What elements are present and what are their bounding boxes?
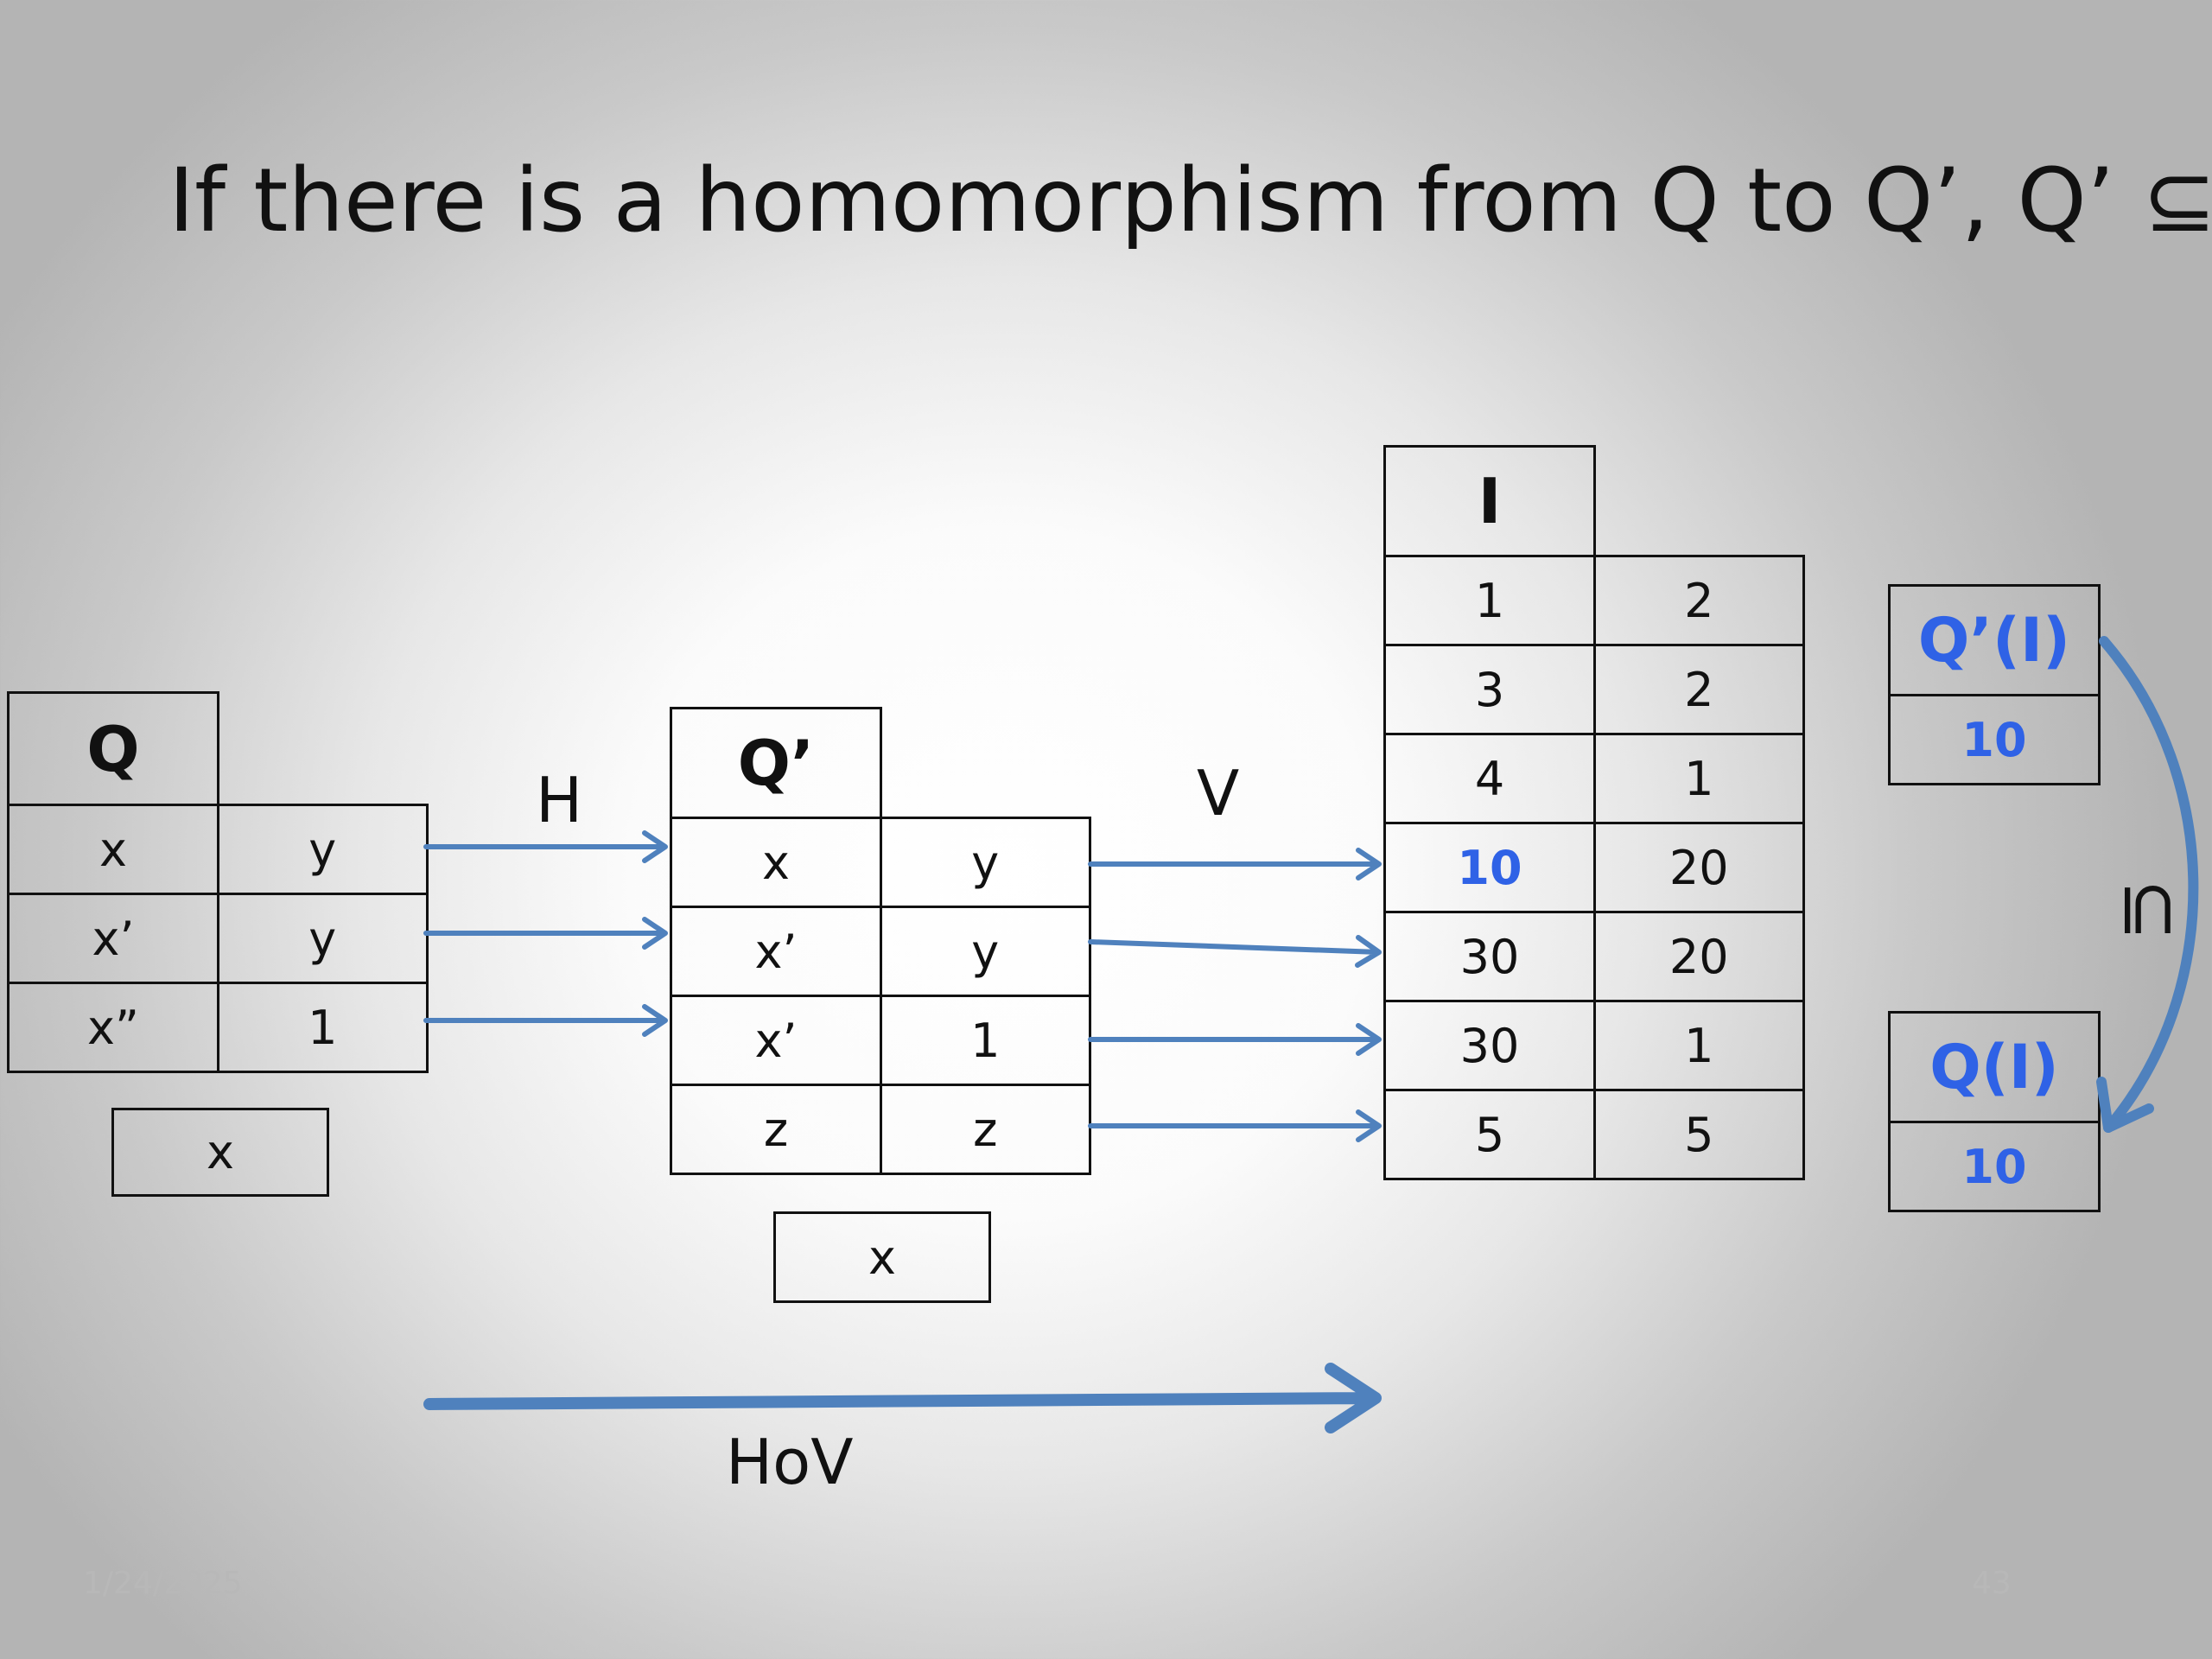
v-arrow-4 <box>1088 1109 1382 1142</box>
q-of-i-value: 10 <box>1888 1121 2101 1212</box>
q-head-var: x <box>111 1108 329 1197</box>
i-cell: 1 <box>1383 555 1596 646</box>
subset-symbol: ⊆ <box>2107 878 2194 942</box>
i-cell: 2 <box>1593 644 1805 735</box>
q-table-name: Q <box>7 691 219 806</box>
qp-table: Q’ x y x’ y x’ 1 z z <box>670 707 1091 1175</box>
qp-cell: z <box>670 1084 882 1175</box>
hov-arrow <box>423 1363 1382 1433</box>
qp-cell: z <box>880 1084 1091 1175</box>
q-table: Q x y x’ y x” 1 <box>7 691 429 1073</box>
q-cell: x’ <box>7 893 219 984</box>
i-cell: 3 <box>1383 644 1596 735</box>
q-cell: x” <box>7 982 219 1073</box>
i-cell: 4 <box>1383 733 1596 824</box>
slide-date: 1/24/2025 <box>83 1566 243 1601</box>
i-cell: 1 <box>1593 1000 1805 1091</box>
i-cell: 20 <box>1593 911 1805 1002</box>
i-cell: 20 <box>1593 822 1805 913</box>
subset-curve-arrow <box>2099 636 2199 1133</box>
v-arrow-3 <box>1088 1023 1382 1056</box>
h-label: H <box>536 764 583 836</box>
qp-table-name: Q’ <box>670 707 882 819</box>
i-cell: 5 <box>1593 1089 1805 1180</box>
i-table: I 1 2 3 2 4 1 10 20 30 20 30 1 5 5 <box>1383 445 1805 1180</box>
v-arrow-1 <box>1088 848 1382 880</box>
qp-cell: x <box>670 817 882 908</box>
qp-cell: y <box>880 906 1091 997</box>
subset-curve-arrowhead <box>2096 1077 2154 1133</box>
i-cell: 30 <box>1383 911 1596 1002</box>
i-cell-highlighted: 10 <box>1383 822 1596 913</box>
qp-cell: x’ <box>670 995 882 1086</box>
i-table-name: I <box>1383 445 1596 557</box>
v-label: V <box>1197 757 1240 830</box>
q-cell: y <box>217 804 429 895</box>
qp-cell: x’ <box>670 906 882 997</box>
slide-title: If there is a homomorphism from Q to Q’,… <box>168 149 2212 252</box>
qp-head-box: x <box>773 1211 991 1303</box>
qp-of-i-table: Q’(I) 10 <box>1888 584 2101 785</box>
qp-of-i-value: 10 <box>1888 694 2101 785</box>
qp-cell: y <box>880 817 1091 908</box>
i-cell: 5 <box>1383 1089 1596 1180</box>
q-cell: x <box>7 804 219 895</box>
qp-head-var: x <box>773 1211 991 1303</box>
q-of-i-table: Q(I) 10 <box>1888 1011 2101 1212</box>
i-cell: 30 <box>1383 1000 1596 1091</box>
h-arrow-2 <box>423 917 668 950</box>
i-cell: 2 <box>1593 555 1805 646</box>
qp-cell: 1 <box>880 995 1091 1086</box>
hov-label: HoV <box>726 1426 854 1498</box>
q-head-box: x <box>111 1108 329 1197</box>
q-of-i-name: Q(I) <box>1888 1011 2101 1123</box>
qp-of-i-name: Q’(I) <box>1888 584 2101 696</box>
slide-page-number: 43 <box>1972 1566 2012 1601</box>
v-arrow-2 <box>1088 935 1382 968</box>
h-arrow-3 <box>423 1004 668 1037</box>
q-cell: 1 <box>217 982 429 1073</box>
i-cell: 1 <box>1593 733 1805 824</box>
h-arrow-1 <box>423 830 668 863</box>
q-cell: y <box>217 893 429 984</box>
